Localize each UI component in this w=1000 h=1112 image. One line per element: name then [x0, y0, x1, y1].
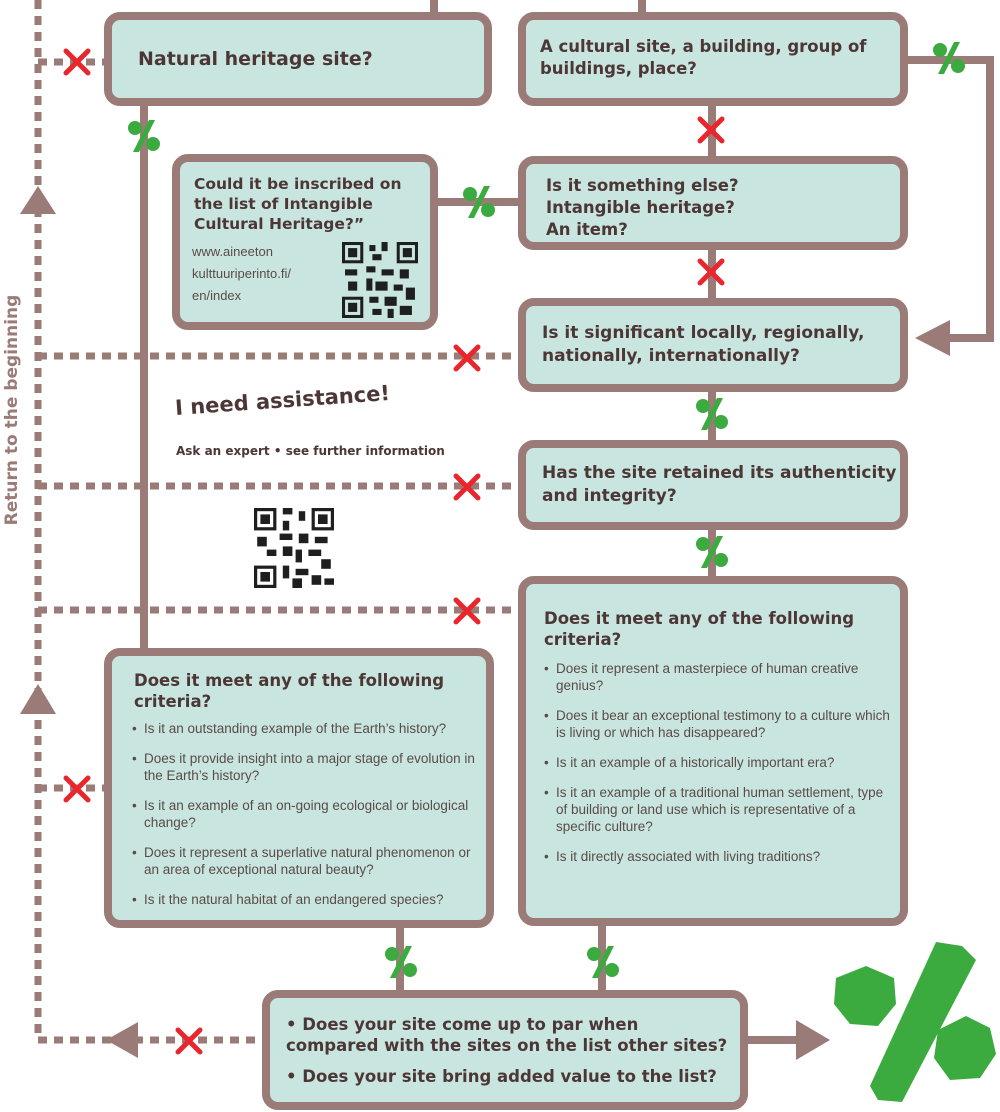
cross-no-icon	[175, 1027, 203, 1055]
percent-yes-icon	[696, 536, 728, 568]
percent-yes-icon	[933, 42, 965, 74]
list-item: Is it an example of a historically impor…	[544, 754, 894, 771]
percent-yes-icon	[696, 398, 728, 430]
cross-no-icon	[453, 597, 481, 625]
assistance-subtitle[interactable]: Ask an expert • see further information	[176, 444, 445, 458]
cultural-criteria-list: Does it represent a masterpiece of human…	[544, 660, 894, 878]
intangible-url-line-2[interactable]: kulttuuriperinto.fi/	[192, 266, 291, 281]
natural-criteria-box: Does it meet any of the following criter…	[104, 648, 494, 928]
list-item: Is it an outstanding example of the Eart…	[132, 720, 482, 737]
list-item: Is it an example of an on-going ecologic…	[132, 797, 482, 831]
final-question-box: • Does your site come up to par when com…	[262, 990, 748, 1110]
list-item: Is it the natural habitat of an endanger…	[132, 891, 482, 908]
significance-box: Is it significant locally, regionally, n…	[518, 298, 908, 392]
qr-code-icon[interactable]	[254, 508, 334, 588]
cultural-site-box: A cultural site, a building, group of bu…	[518, 12, 908, 106]
final-question-2: • Does your site bring added value to th…	[286, 1067, 717, 1086]
cross-no-icon	[453, 473, 481, 501]
return-to-beginning-label: Return to the beginning	[2, 294, 22, 526]
percent-yes-icon	[128, 120, 160, 152]
list-item: Is it directly associated with living tr…	[544, 848, 894, 865]
something-else-line-2: Intangible heritage?	[546, 198, 735, 217]
final-question-1: • Does your site come up to par when com…	[286, 1015, 728, 1055]
qr-code-icon[interactable]	[342, 242, 418, 318]
authenticity-box: Has the site retained its authenticity a…	[518, 440, 908, 530]
cultural-criteria-title: Does it meet any of the following criter…	[544, 609, 855, 649]
something-else-box: Is it something else? Intangible heritag…	[518, 156, 908, 250]
authenticity-question: Has the site retained its authenticity a…	[542, 463, 897, 506]
intangible-url-line-3[interactable]: en/index	[192, 288, 242, 303]
cultural-criteria-box: Does it meet any of the following criter…	[518, 576, 908, 926]
cross-no-icon	[697, 258, 725, 286]
intangible-url-line-1[interactable]: www.aineeton	[192, 244, 273, 259]
natural-criteria-list: Is it an outstanding example of the Eart…	[132, 720, 482, 921]
intangible-box: Could it be inscribed on the list of Int…	[172, 154, 438, 330]
natural-criteria-title: Does it meet any of the following criter…	[134, 671, 445, 711]
list-item: Is it an example of a traditional human …	[544, 784, 894, 835]
significance-question: Is it significant locally, regionally, n…	[542, 323, 865, 366]
cross-no-icon	[63, 775, 91, 803]
list-item: Does it bear an exceptional testimony to…	[544, 707, 894, 741]
cross-no-icon	[697, 116, 725, 144]
cultural-site-question: A cultural site, a building, group of bu…	[540, 37, 867, 78]
natural-site-question: Natural heritage site?	[138, 48, 373, 70]
cross-no-icon	[63, 48, 91, 76]
something-else-line-3: An item?	[546, 220, 628, 239]
list-item: Does it provide insight into a major sta…	[132, 750, 482, 784]
something-else-line-1: Is it something else?	[546, 176, 739, 195]
large-percent-yes-icon	[834, 942, 996, 1102]
list-item: Does it represent a masterpiece of human…	[544, 660, 894, 694]
list-item: Does it represent a superlative natural …	[132, 844, 482, 878]
percent-yes-icon	[587, 946, 619, 978]
cross-no-icon	[453, 344, 481, 372]
percent-yes-icon	[463, 186, 495, 218]
percent-yes-icon	[385, 946, 417, 978]
natural-site-box: Natural heritage site?	[104, 12, 492, 106]
intangible-question: Could it be inscribed on the list of Int…	[194, 175, 402, 233]
